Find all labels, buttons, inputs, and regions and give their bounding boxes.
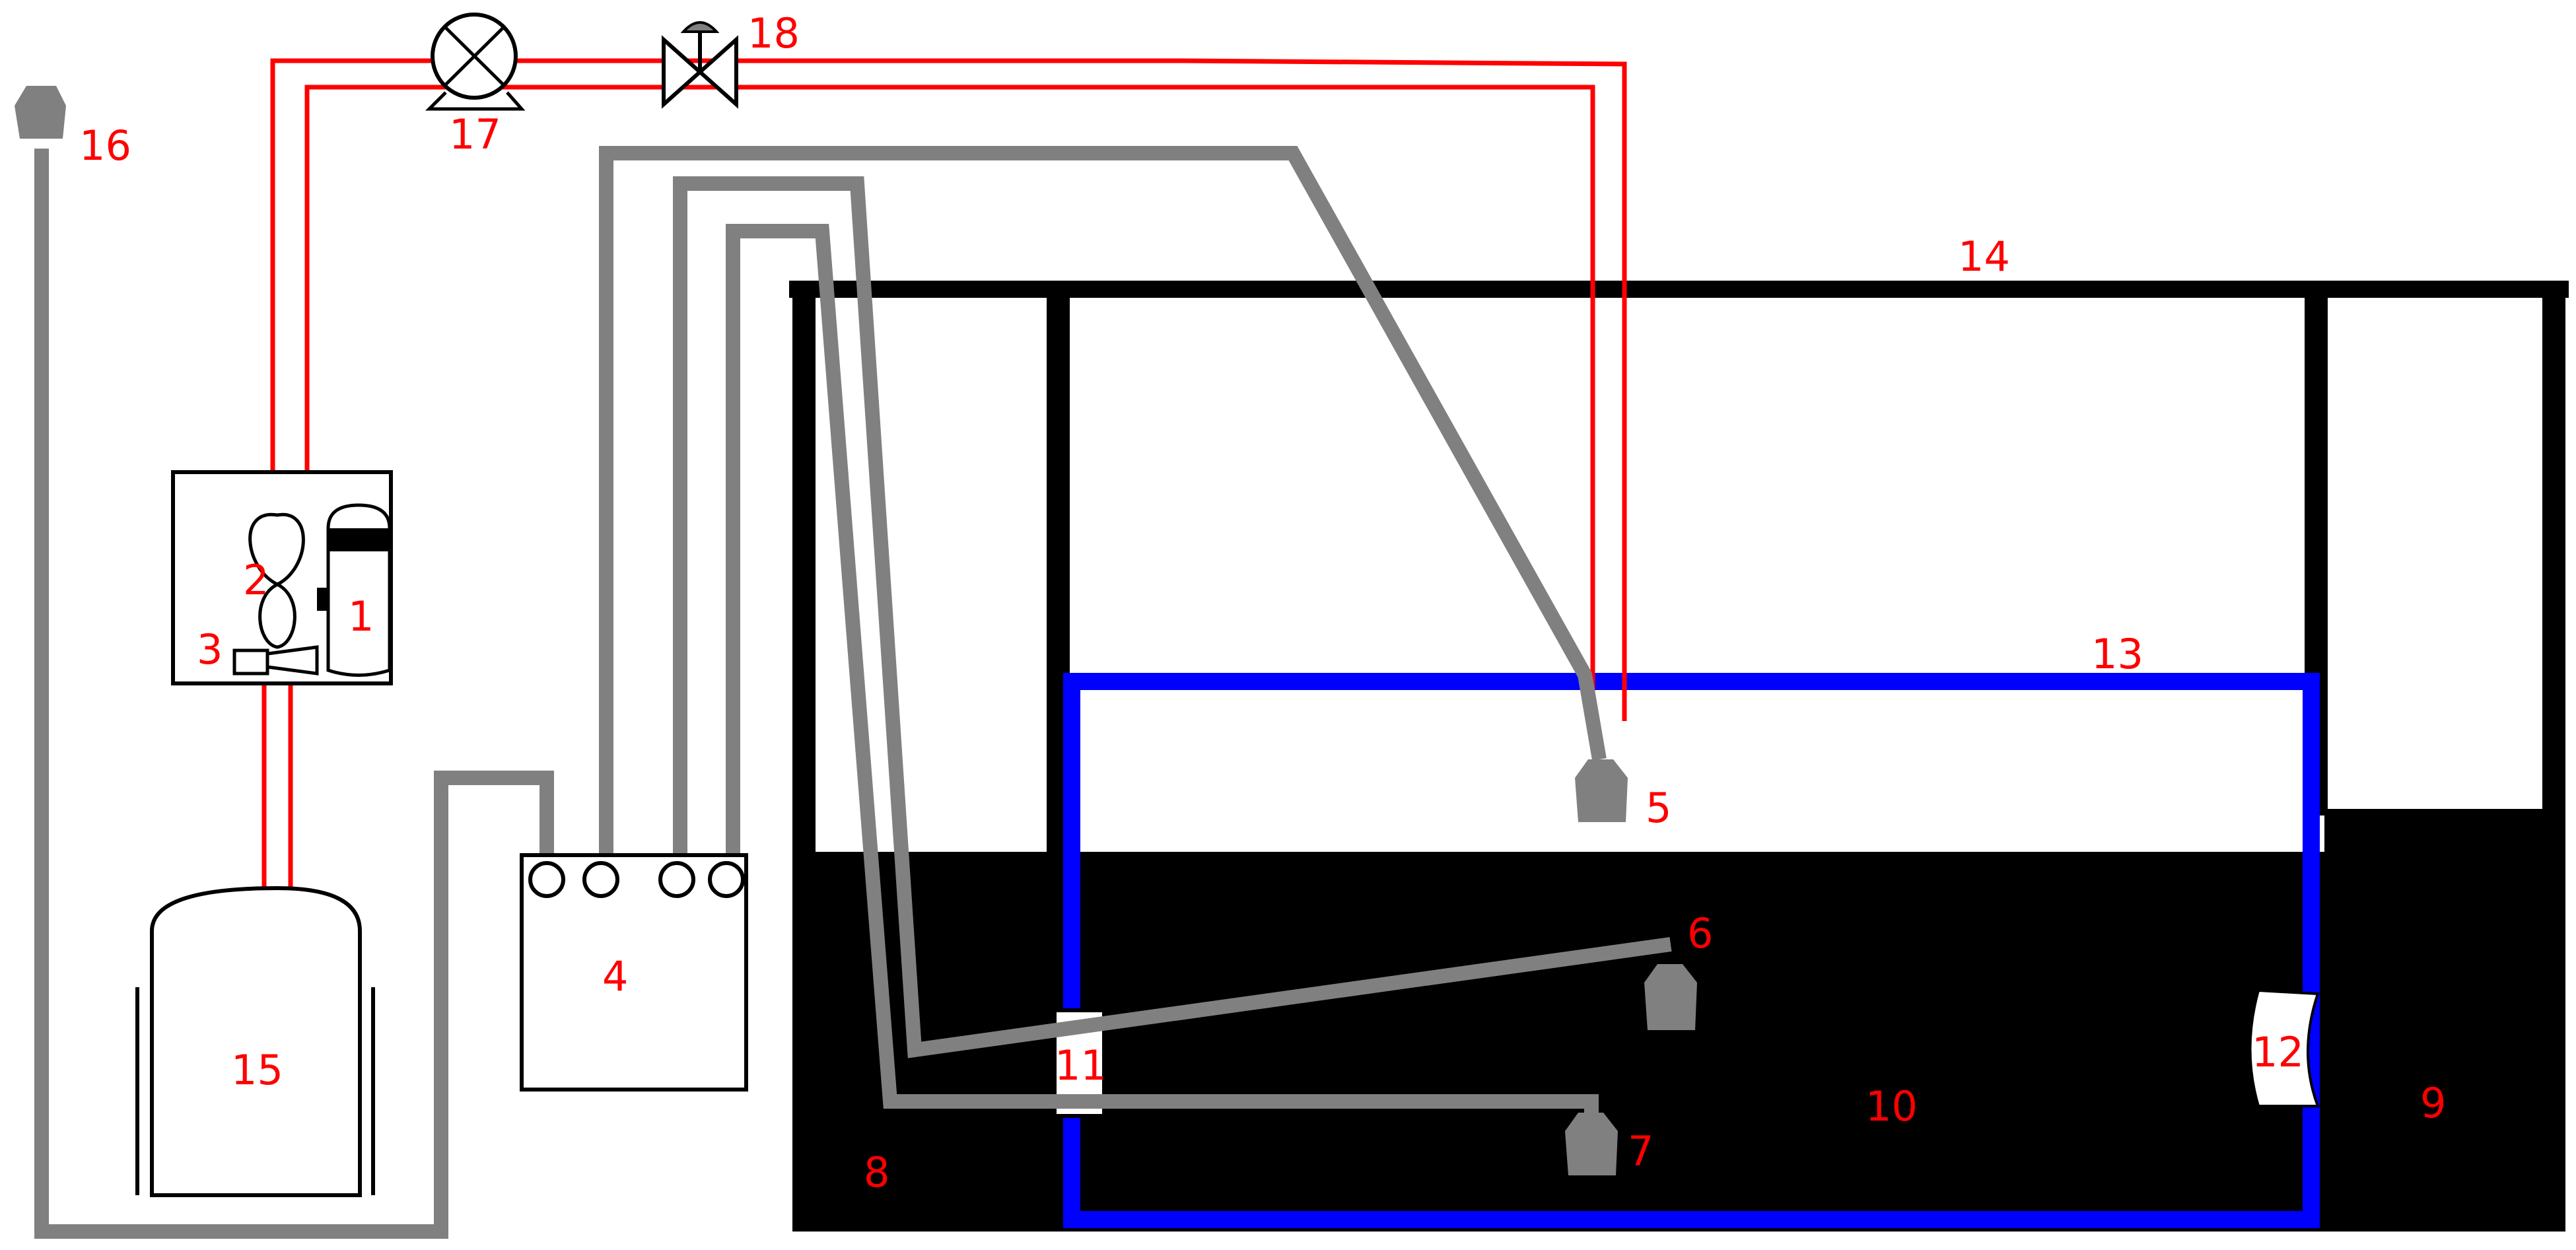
pipe-to-probe-5 [599,146,1607,865]
label-11: 11 [1055,1041,1107,1090]
label-7: 7 [1628,1127,1654,1175]
label-13: 13 [2091,630,2143,678]
grey-pipes [34,146,1672,1239]
regulator-3-icon [232,645,319,676]
tank-right-wall [2542,287,2565,1232]
tank-right-compartment-fill [2324,809,2549,875]
control-box-4 [520,853,748,1092]
probe-7-icon [1565,1113,1618,1175]
pump-17-icon [425,13,526,111]
viewport-12 [2248,989,2320,1107]
label-1: 1 [348,592,374,641]
tank-left-compartment-level [792,855,1053,875]
gas-cylinder-1-icon [317,503,392,677]
label-18: 18 [748,9,800,57]
label-5: 5 [1646,784,1671,832]
label-14: 14 [1958,232,2010,281]
label-9: 9 [2420,1079,2446,1127]
pipe-to-probe-7 [726,224,1599,1126]
probe-5-icon [1575,759,1628,822]
cylinder-15 [135,885,375,1197]
label-16: 16 [79,122,131,170]
label-8: 8 [864,1148,889,1197]
inner-vessel-outline [1063,673,2320,1228]
tank-lid [789,281,2569,298]
tank-left-compartment-wall [792,287,816,855]
label-10: 10 [1865,1082,1918,1130]
label-15: 15 [231,1046,283,1094]
fan-2-icon [248,512,305,649]
gas-line-outer [270,58,1627,721]
gas-lines [261,58,1627,895]
label-4: 4 [602,952,628,1000]
gas-line-inner [304,85,1595,697]
pipe-to-probe-6 [673,176,1672,1059]
inner-vessel-headspace [1081,691,2302,849]
label-12: 12 [2252,1028,2304,1076]
label-3: 3 [197,625,223,674]
label-17: 17 [449,110,501,158]
outlet-16-icon [15,86,66,139]
valve-18-icon [662,21,738,109]
probe-6-icon [1644,964,1697,1030]
control-unit-box [171,470,393,685]
label-6: 6 [1687,909,1713,957]
label-2: 2 [243,556,269,604]
pipe-outlet-16 [34,149,554,1239]
